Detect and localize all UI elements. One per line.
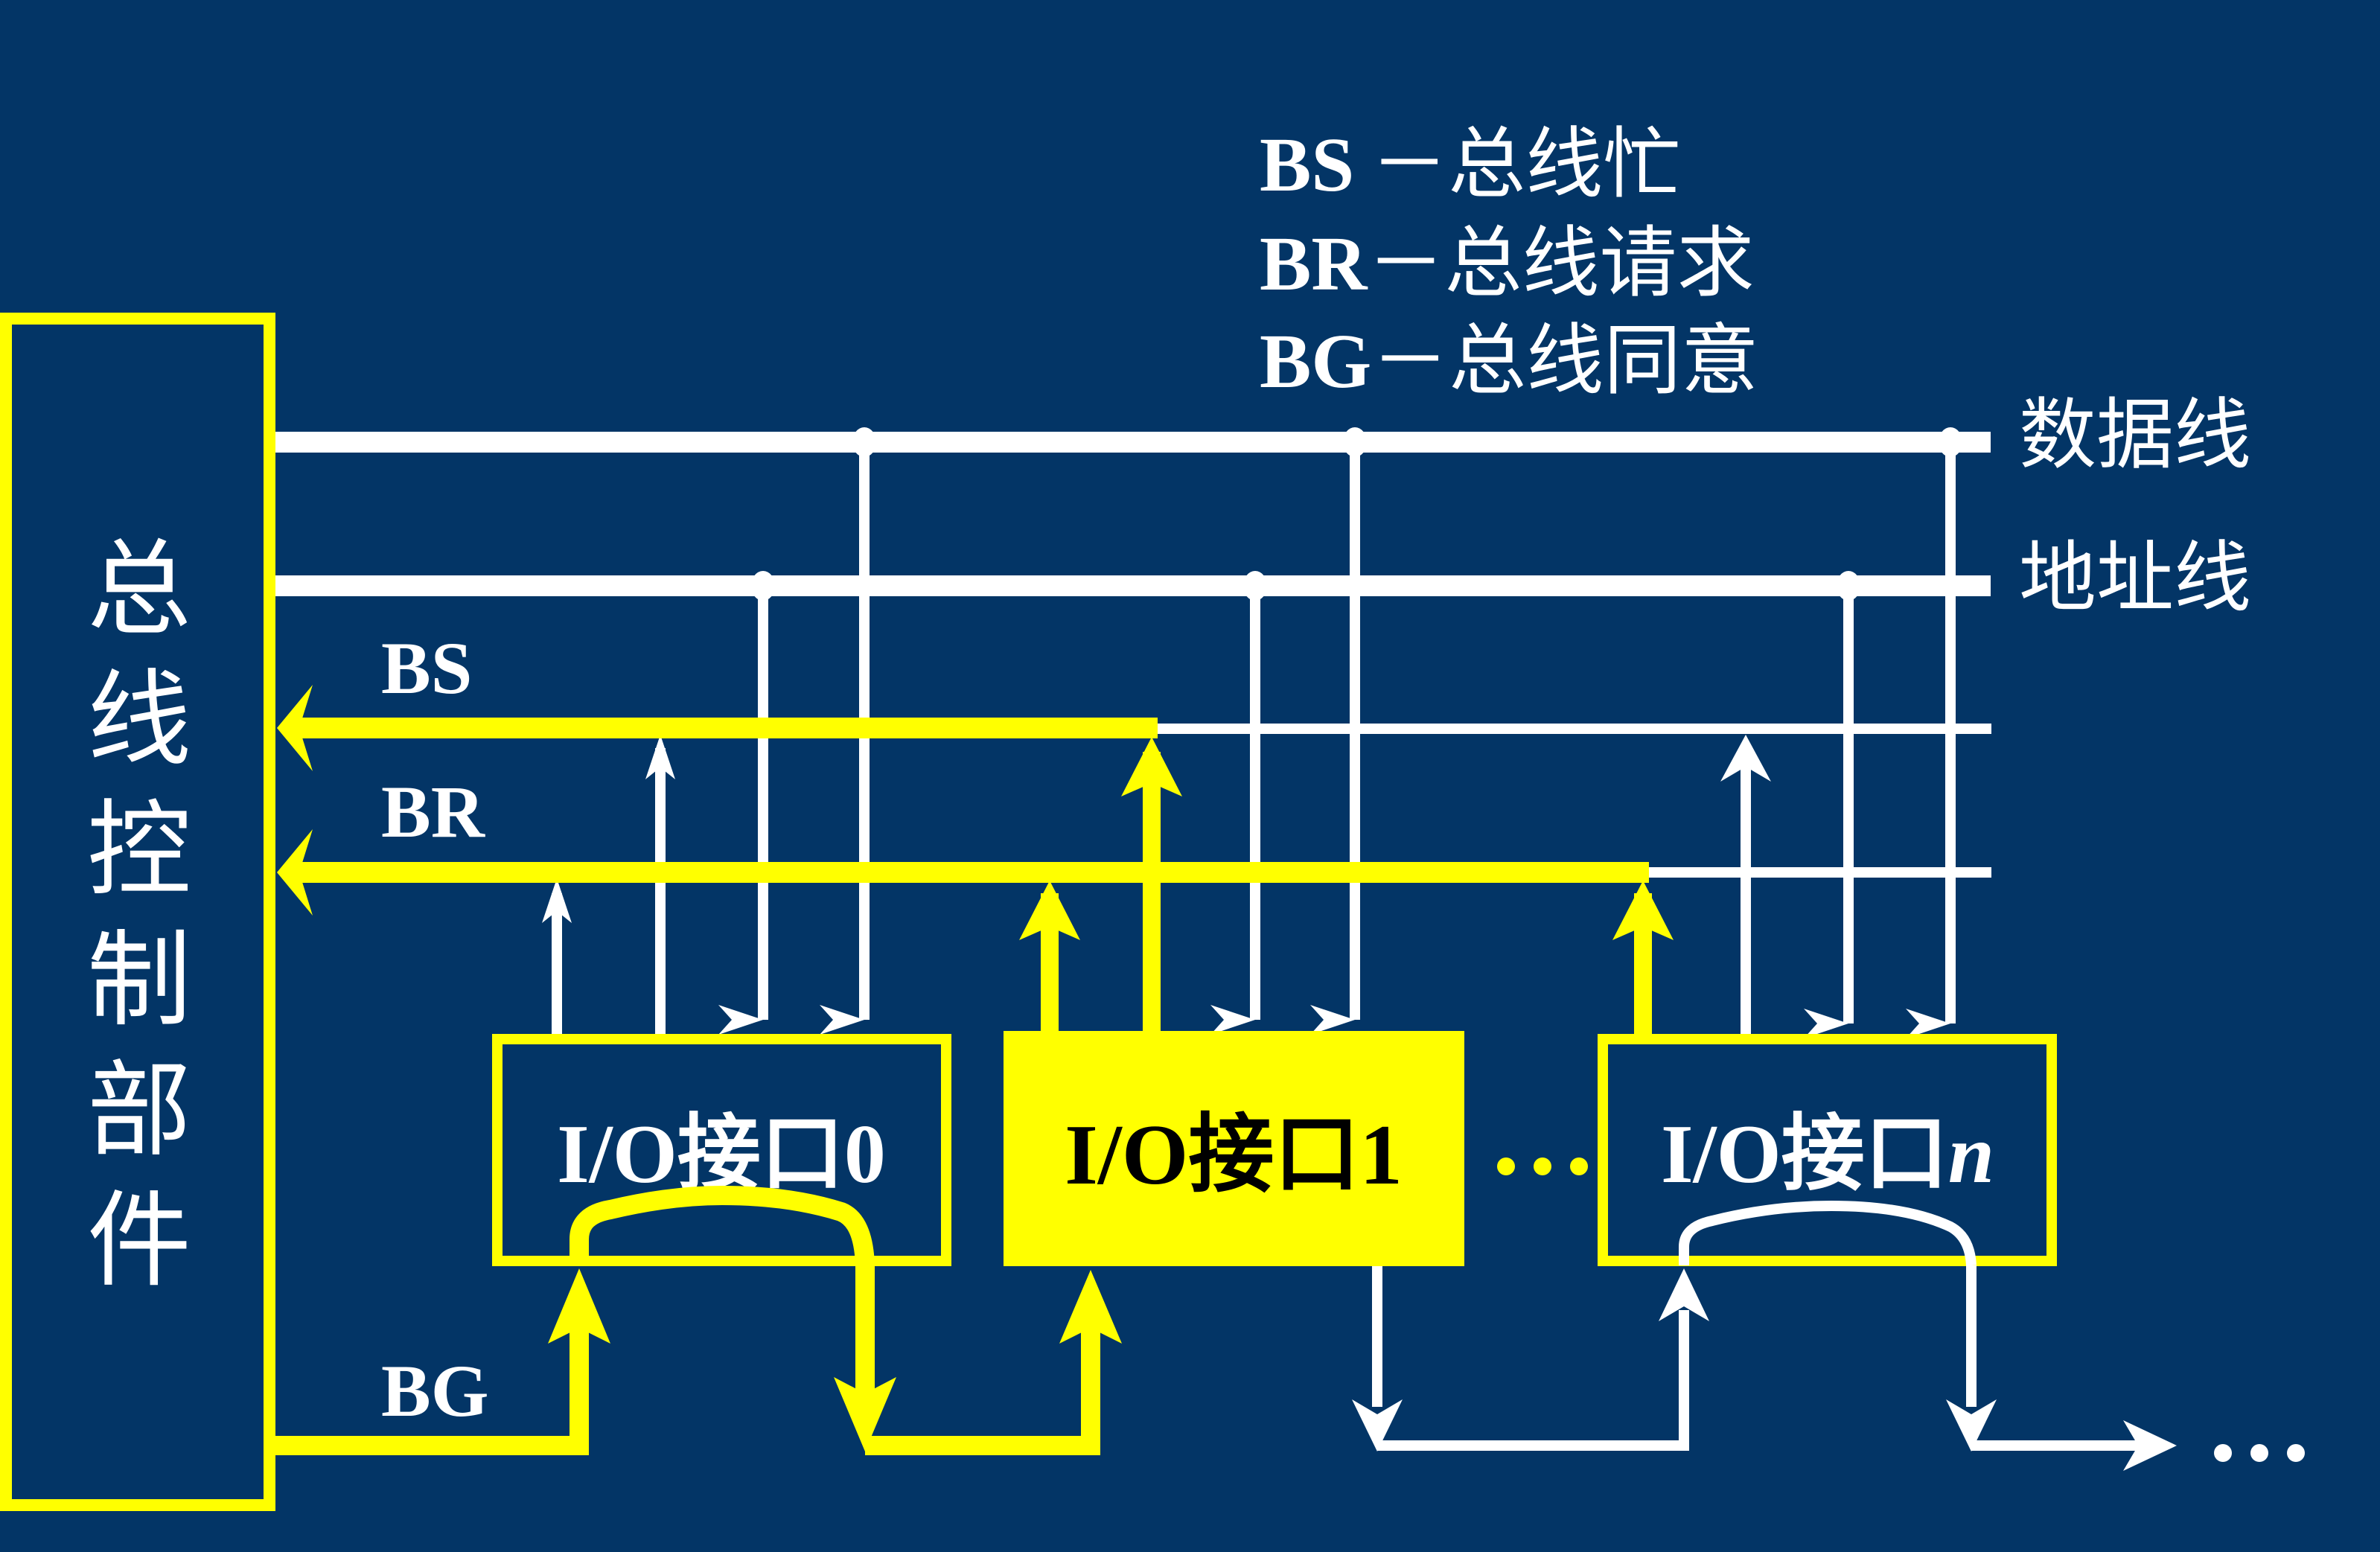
controller-char: 件 — [87, 1184, 191, 1300]
legend-bg: BG－总线同意 — [1260, 319, 1758, 404]
bg-arch-ifn — [1679, 1200, 1977, 1266]
junction-dot — [1243, 571, 1267, 601]
arrowhead-down-icon — [1946, 1399, 1997, 1452]
arrowhead-up-icon — [1121, 737, 1182, 796]
signal-labels: BS BR BG — [381, 627, 488, 1432]
control-lines-active — [277, 685, 1674, 1035]
bus-controller: 总 线 控 制 部 件 — [0, 313, 275, 1511]
data-bus-line — [275, 432, 1991, 453]
interface-0: I/O接口0 — [492, 1034, 951, 1266]
bg-label: BG — [381, 1350, 488, 1432]
arrowhead-up-icon — [1659, 1268, 1709, 1321]
if1-bs-up-line — [1143, 752, 1161, 1035]
interface-1: I/O接口1 — [1004, 1031, 1464, 1266]
idle-signal-arrows — [552, 748, 1751, 1035]
bg-line-to-if1 — [865, 1310, 1100, 1455]
buses: 数据线 地址线 — [275, 393, 2251, 622]
arrowhead-up-icon — [1612, 881, 1674, 940]
address-bus-label: 地址线 — [2019, 536, 2251, 622]
legend: BS－总线忙 BR－总线请求 BG－总线同意 — [1260, 122, 1758, 404]
junction-dot — [1939, 427, 1962, 457]
controller-char: 总 — [87, 533, 191, 648]
bs-label: BS — [381, 627, 472, 709]
arrowhead-down-icon — [834, 1377, 896, 1452]
junction-dot — [751, 571, 775, 601]
legend-br: BR－总线请求 — [1260, 221, 1755, 307]
arrowhead-up-icon — [645, 735, 675, 779]
bg-idle-arrowheads — [1352, 1268, 2177, 1471]
bs-line-active — [298, 718, 1158, 738]
bg-arrowheads — [548, 1268, 1122, 1452]
arrowhead-up-icon — [1019, 881, 1080, 940]
br-label: BR — [381, 770, 486, 853]
address-bus-line — [275, 575, 1991, 596]
interface-box — [1598, 1034, 2057, 1266]
bg-line-to-if0 — [275, 1295, 589, 1455]
arrowhead-right-icon — [2123, 1420, 2177, 1471]
br-line-idle — [1642, 867, 1991, 878]
arrowhead-up-icon — [1720, 735, 1771, 782]
interface-n: I/O接口n — [1598, 1034, 2057, 1266]
bs-line-idle — [1152, 724, 1991, 734]
legend-bs: BS－总线忙 — [1260, 122, 1680, 208]
bg-arch-if0 — [570, 1185, 875, 1266]
controller-char: 控 — [87, 793, 191, 909]
controller-char: 部 — [87, 1054, 191, 1169]
junction-dot — [1343, 427, 1367, 457]
bg-chain-active — [275, 1185, 1100, 1455]
controller-char: 制 — [87, 924, 191, 1039]
junction-dot — [1837, 571, 1860, 601]
tap-dots — [751, 427, 1962, 601]
arrowhead-up-icon — [548, 1268, 610, 1344]
bs-arrowhead-icon — [277, 685, 313, 771]
bus-controller-box — [0, 313, 275, 1511]
arrowhead-down-icon — [1352, 1399, 1403, 1452]
junction-dot — [852, 427, 876, 457]
data-bus-label: 数据线 — [2019, 393, 2251, 479]
interface-label: I/O接口1 — [1065, 1108, 1403, 1202]
interface-box-active — [1004, 1031, 1464, 1266]
bg-chain-idle — [1372, 1200, 2144, 1451]
br-line-active — [298, 862, 1649, 883]
bg-line-to-ifn — [1377, 1310, 1689, 1451]
control-lines-idle — [1152, 724, 1991, 878]
ellipsis-end-icon: … — [2214, 1444, 2305, 1462]
arrowhead-up-icon — [542, 878, 572, 923]
ellipsis-between-icon: … — [1497, 1157, 1588, 1175]
interface-box — [492, 1034, 951, 1266]
br-arrowhead-icon — [277, 829, 313, 916]
arrowhead-up-icon — [1059, 1270, 1122, 1344]
controller-char: 线 — [87, 663, 191, 779]
interface-label: I/O接口0 — [557, 1108, 886, 1201]
idle-arrowheads — [542, 735, 1771, 923]
interface-label: I/O接口n — [1661, 1108, 1994, 1201]
